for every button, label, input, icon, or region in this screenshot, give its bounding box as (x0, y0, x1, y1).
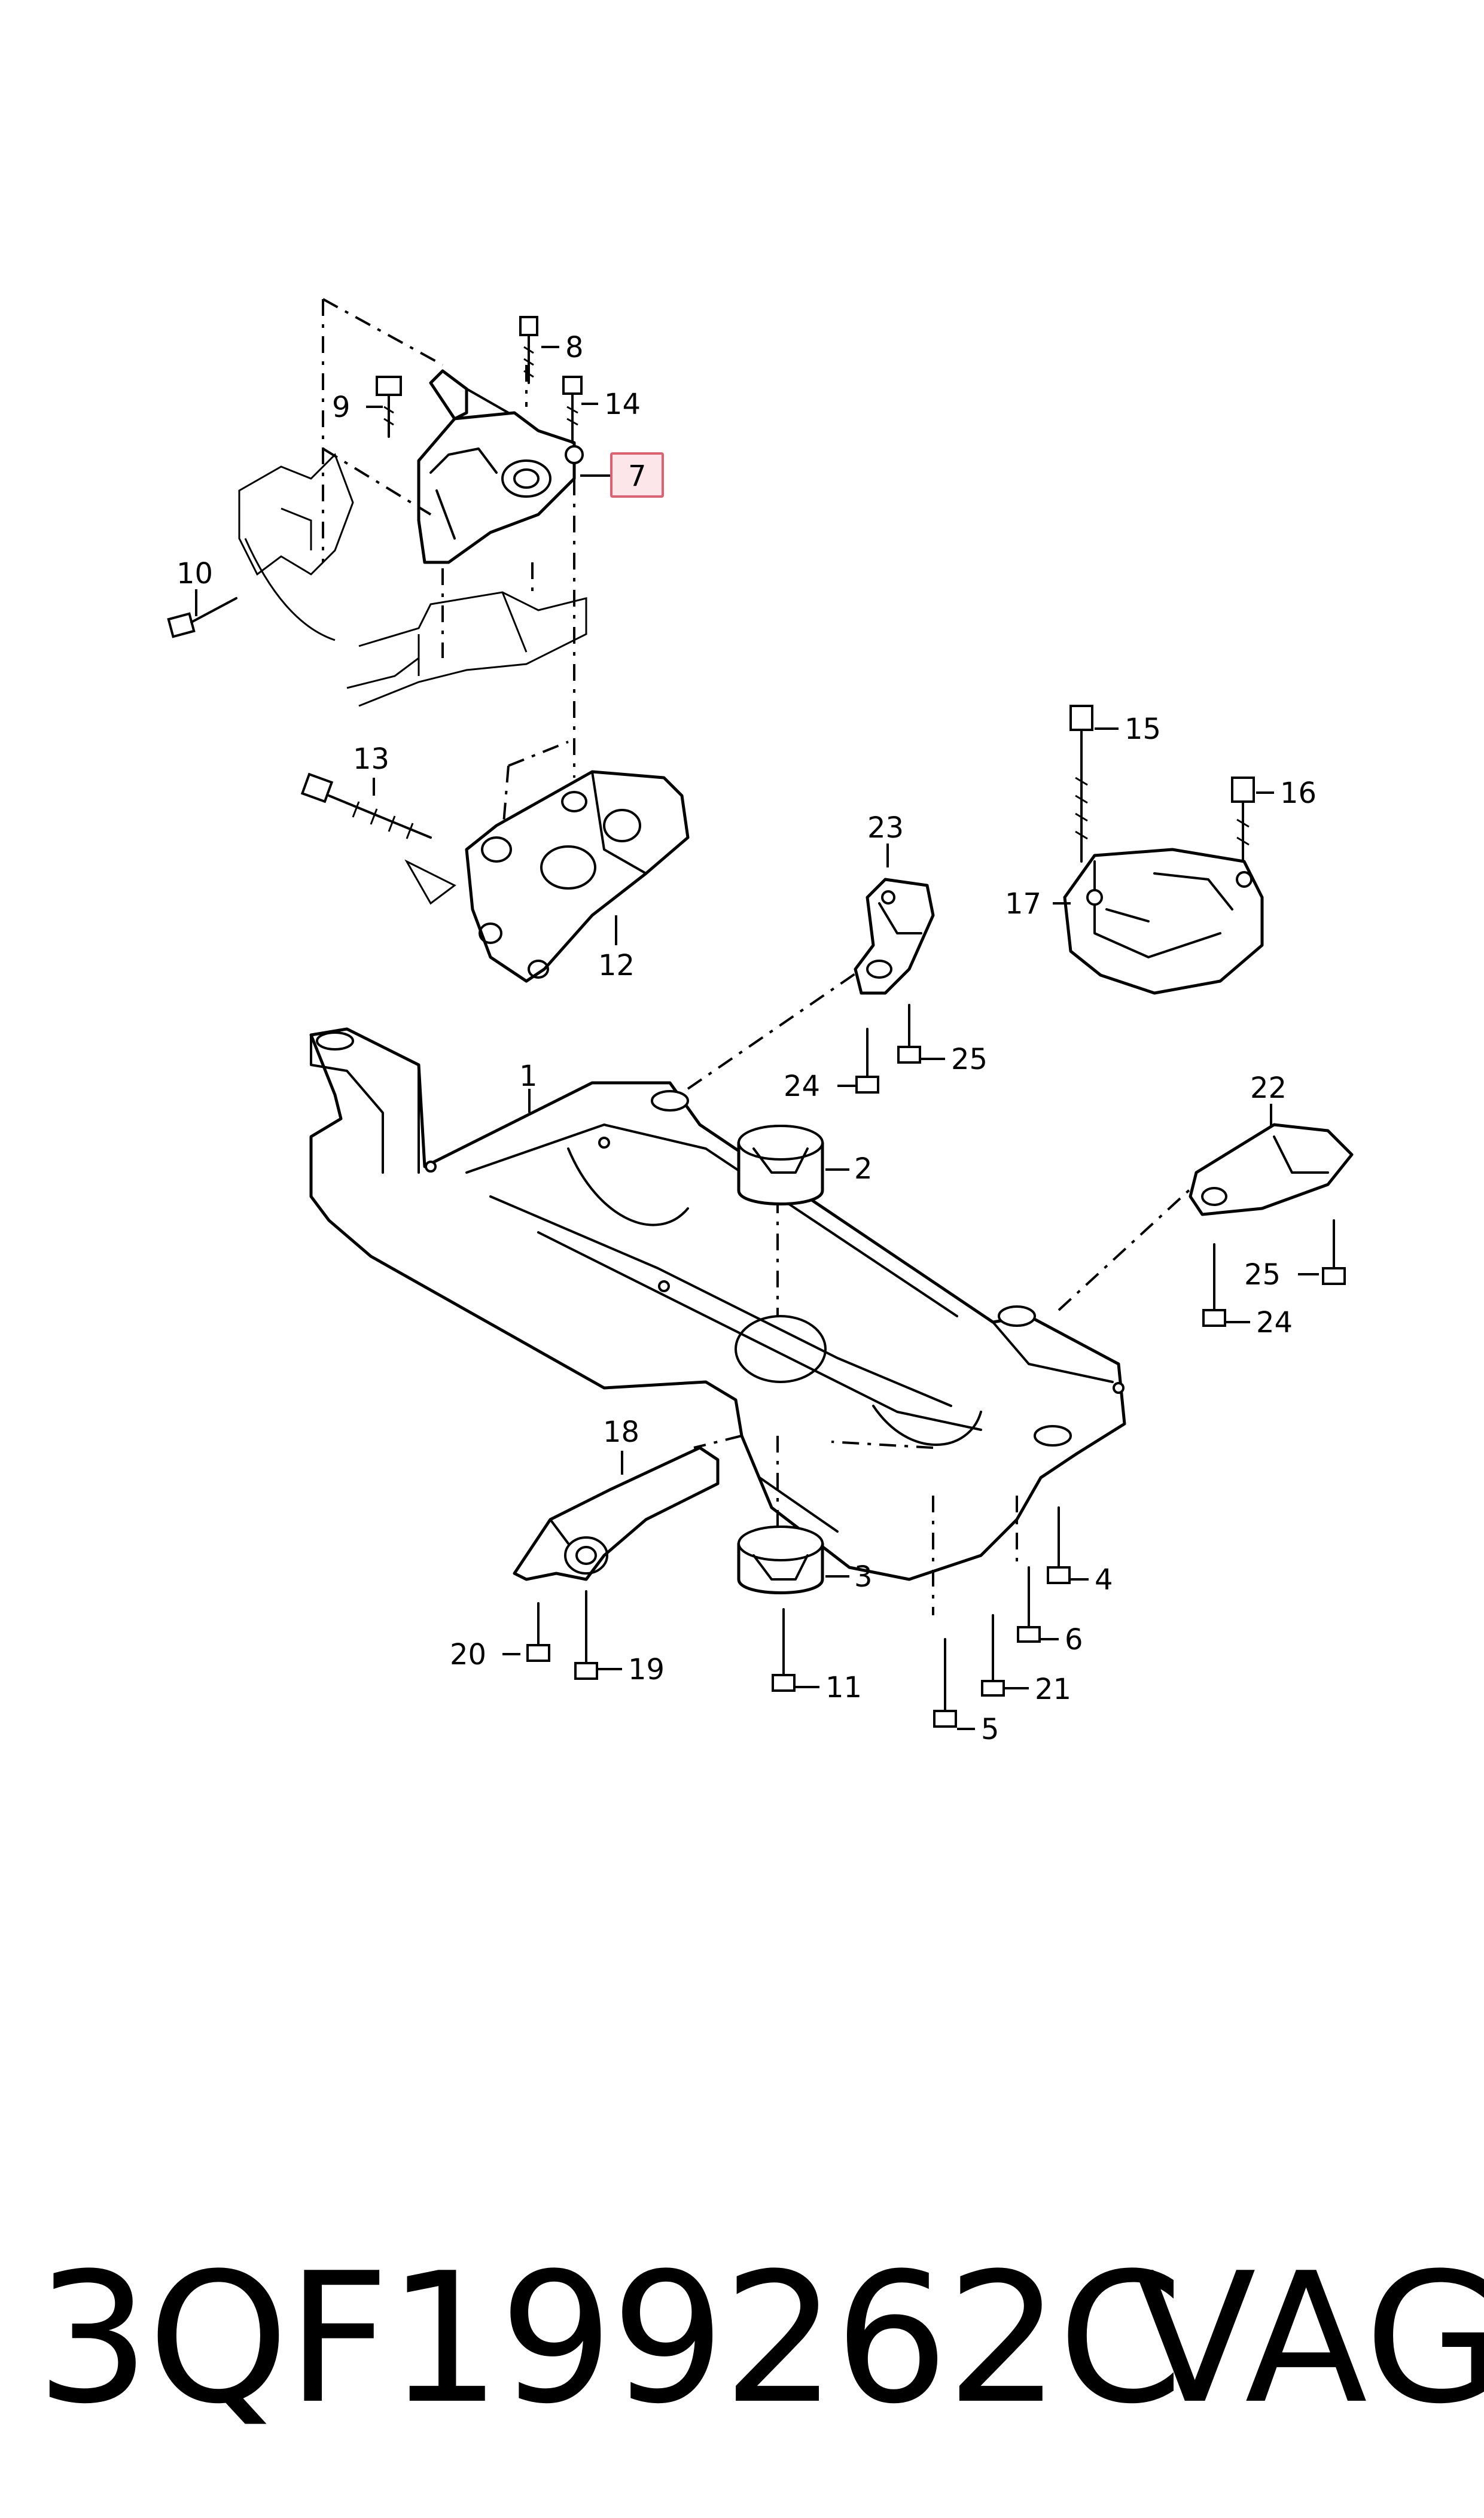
bolt-part-5 (933, 1638, 957, 1728)
transmission-mount-part-17 (1063, 848, 1264, 995)
bolt-part-19 (574, 1590, 598, 1680)
bolt-part-16 (1231, 777, 1255, 863)
bushing-part-3 (737, 1526, 824, 1594)
bracket-part-22 (1189, 1123, 1354, 1216)
bolt-part-6 (1017, 1566, 1041, 1643)
callout-7: 7 (628, 459, 647, 493)
callout-15: 15 (1125, 713, 1161, 746)
callout-19: 19 (628, 1653, 665, 1686)
callout-highlight-box (610, 452, 664, 498)
callout-25-left: 25 (951, 1043, 988, 1076)
callout-23: 23 (867, 811, 904, 845)
bushing-part-2 (737, 1125, 824, 1205)
callout-16: 16 (1280, 777, 1317, 810)
callout-25-right: 25 (1244, 1258, 1281, 1292)
callout-17: 17 (1005, 887, 1041, 921)
bolt-part-15 (1069, 705, 1093, 863)
bolt-part-25-left (897, 1004, 921, 1064)
brand-label: VAG (1133, 2234, 1484, 2443)
bolt-part-25-right (1322, 1219, 1346, 1285)
callout-4: 4 (1095, 1563, 1113, 1597)
callout-leaders (195, 346, 1319, 1730)
callout-13: 13 (353, 742, 389, 776)
part-number: 3QF199262C (36, 2234, 1183, 2443)
callout-11: 11 (825, 1671, 862, 1704)
bracket-part-12 (465, 770, 690, 983)
bolt-part-13 (300, 772, 432, 839)
callout-1: 1 (519, 1059, 538, 1093)
bolt-part-4 (1047, 1506, 1071, 1584)
callout-5: 5 (981, 1713, 1000, 1746)
callout-3: 3 (854, 1560, 873, 1594)
subframe-part-1 (309, 1027, 1126, 1581)
callout-20: 20 (450, 1638, 486, 1671)
bolt-part-8 (519, 316, 538, 384)
callout-14: 14 (604, 388, 641, 421)
callout-9: 9 (332, 391, 351, 424)
bolt-part-14 (562, 376, 583, 444)
bolts-lower (526, 1004, 1346, 1728)
callout-22: 22 (1250, 1071, 1287, 1105)
footer: 3QF199262C VAG (24, 2213, 1484, 2465)
callout-10: 10 (176, 557, 213, 590)
bolt-part-20 (526, 1602, 550, 1662)
callout-2: 2 (854, 1152, 873, 1186)
bolt-part-24-right (1202, 1243, 1226, 1327)
callout-24-left: 24 (784, 1070, 820, 1103)
bolt-part-24-left (855, 1028, 879, 1094)
callout-21: 21 (1035, 1673, 1071, 1706)
callout-8: 8 (565, 331, 584, 364)
callout-labels: 1 2 3 4 5 6 7 8 9 10 11 12 13 14 15 16 1… (176, 331, 1317, 1746)
bolt-part-21 (981, 1614, 1005, 1697)
bolt-part-10 (167, 597, 237, 638)
callout-24-right: 24 (1256, 1306, 1293, 1339)
engine-mount-part-7 (238, 369, 587, 707)
callout-12: 12 (598, 949, 635, 982)
bolt-part-9 (376, 376, 402, 438)
bracket-part-23 (854, 878, 935, 995)
torque-rod-part-18 (513, 1446, 720, 1581)
bolt-part-11 (772, 1608, 796, 1692)
callout-18: 18 (603, 1415, 639, 1449)
callout-6: 6 (1065, 1623, 1083, 1657)
